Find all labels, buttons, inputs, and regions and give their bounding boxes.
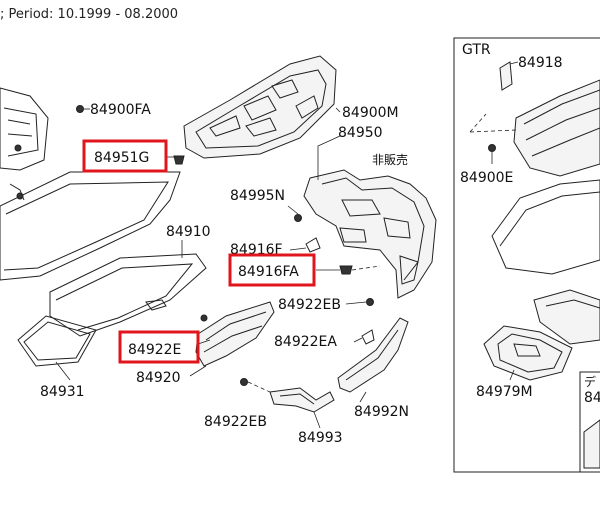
- gtr-inset: GTR 84918 84900E 84979M デ 84: [453, 37, 600, 473]
- left-trim-assembly: [0, 87, 49, 171]
- label-84922e: 84922E: [128, 342, 181, 358]
- label-84920: 84920: [136, 370, 181, 386]
- inset-title: GTR: [462, 42, 491, 58]
- period-header: ; Period: 10.1999 - 08.2000: [0, 0, 600, 30]
- period-text: ; Period: 10.1999 - 08.2000: [0, 7, 179, 22]
- rear-panel-84900m: [183, 55, 337, 159]
- label-84950: 84950: [338, 125, 383, 141]
- clip-84995n: [287, 205, 302, 222]
- side-trim-84950: [303, 169, 437, 299]
- label-84922ea: 84922EA: [274, 334, 337, 350]
- highlight-84951g: [82, 139, 168, 173]
- trunk-board-84910: [49, 253, 207, 337]
- highlight-84916fa: [228, 253, 316, 287]
- leader-lines: [55, 107, 367, 429]
- label-84900e: 84900E: [460, 170, 513, 186]
- sill-trim-84992n: [337, 298, 409, 393]
- clip-84922eb-bottom: [240, 378, 271, 393]
- trunk-floor-carpet: [0, 171, 181, 281]
- inset-sub-title: デ: [584, 374, 596, 389]
- label-84910: 84910: [166, 224, 211, 240]
- label-84918: 84918: [518, 55, 563, 71]
- label-84922eb-top: 84922EB: [278, 297, 341, 313]
- label-84916fa: 84916FA: [238, 264, 299, 280]
- clip-84951g: [166, 155, 185, 165]
- label-not-for-sale: 非販売: [372, 152, 408, 167]
- label-84931: 84931: [40, 384, 85, 400]
- mat-84931: [17, 315, 97, 367]
- label-84900fa: 84900FA: [90, 102, 151, 118]
- label-84995n: 84995N: [230, 188, 285, 204]
- label-84979m: 84979M: [476, 384, 533, 400]
- label-84900m: 84900M: [342, 105, 399, 121]
- clip-84900fa: [76, 105, 90, 113]
- sill-trim-84920: [195, 301, 275, 367]
- trim-84993: [269, 387, 335, 413]
- label-84922eb-bottom: 84922EB: [204, 414, 267, 430]
- highlight-84922e: [118, 330, 200, 364]
- clip-84916fa: [316, 265, 381, 275]
- label-84993: 84993: [298, 430, 343, 446]
- label-84951g: 84951G: [94, 150, 149, 166]
- label-84992n: 84992N: [354, 404, 409, 420]
- clip-84916f: [289, 237, 321, 253]
- inset-sub-code: 84: [584, 390, 600, 406]
